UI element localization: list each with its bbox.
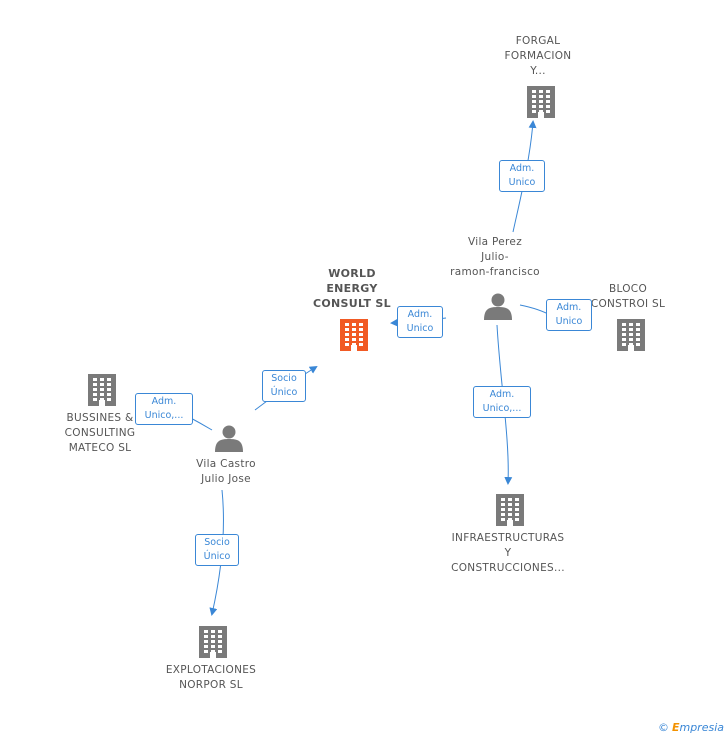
vila-perez-person-icon[interactable] — [484, 293, 512, 321]
explotaciones-line-2: NORPOR SL — [179, 679, 243, 691]
explotaciones-building-icon[interactable] — [199, 626, 227, 658]
edge-label-vp-forgal[interactable]: Adm. Unico — [499, 160, 545, 192]
bussines-building-icon[interactable] — [88, 374, 116, 406]
edge-label-vc-bussines-line-2: Unico,... — [144, 410, 184, 421]
edge-label-vp-forgal-line-1: Adm. — [509, 163, 535, 174]
edge-label-vp-infra[interactable]: Adm. Unico,... — [473, 386, 531, 418]
edge-label-vp-infra-line-1: Adm. — [489, 389, 515, 400]
brand-logo-text: mpresia — [679, 721, 724, 734]
bloco-building-icon[interactable] — [617, 319, 645, 351]
footer-brand[interactable]: ©Empresia — [658, 721, 724, 734]
edge-label-vp-world[interactable]: Adm. Unico — [397, 306, 443, 338]
node-label-world-energy[interactable]: WORLD ENERGY CONSULT SL — [300, 266, 404, 311]
node-label-forgal[interactable]: FORGAL FORMACION Y... — [488, 34, 588, 79]
vila-perez-line-3: ramon-francisco — [450, 266, 540, 278]
brand-logo-e: E — [671, 721, 680, 734]
bussines-line-1: BUSSINES & — [66, 412, 134, 424]
icons-layer — [88, 86, 645, 658]
edge-label-vc-world-line-1: Socio — [271, 373, 297, 384]
vila-castro-line-2: Julio Jose — [201, 473, 251, 485]
vila-castro-person-icon[interactable] — [215, 425, 243, 453]
forgal-line-2: FORMACION — [504, 50, 572, 62]
node-label-bloco[interactable]: BLOCO CONSTROI SL — [580, 282, 676, 312]
edge-label-vc-world[interactable]: Socio Único — [262, 370, 306, 402]
explotaciones-line-1: EXPLOTACIONES — [165, 664, 257, 676]
forgal-line-1: FORGAL — [515, 35, 561, 47]
edge-label-vp-forgal-line-2: Unico — [508, 177, 536, 188]
bloco-line-1: BLOCO — [608, 283, 648, 295]
infraestructuras-line-1: INFRAESTRUCTURAS — [451, 532, 565, 544]
bussines-line-2: CONSULTING — [64, 427, 136, 439]
node-label-infraestructuras[interactable]: INFRAESTRUCTURAS Y CONSTRUCCIONES... — [442, 531, 574, 576]
vila-perez-line-1: Vila Perez — [467, 236, 523, 248]
copyright-icon: © — [657, 721, 669, 734]
vila-perez-line-2: Julio- — [481, 251, 509, 263]
edge-label-vp-world-line-1: Adm. — [407, 309, 433, 320]
infraestructuras-line-2: Y — [504, 547, 512, 559]
world-energy-line-1: WORLD — [328, 267, 376, 280]
forgal-line-3: Y... — [530, 65, 546, 77]
edge-label-vp-infra-line-2: Unico,... — [482, 403, 522, 414]
world-energy-line-3: CONSULT SL — [313, 297, 391, 310]
infraestructuras-building-icon[interactable] — [496, 494, 524, 526]
node-label-bussines[interactable]: BUSSINES & CONSULTING MATECO SL — [52, 411, 148, 456]
bussines-line-3: MATECO SL — [68, 442, 132, 454]
bloco-line-2: CONSTROI SL — [590, 298, 666, 310]
edge-label-vc-world-line-2: Único — [270, 387, 298, 398]
infraestructuras-line-3: CONSTRUCCIONES... — [451, 562, 565, 574]
edge-label-vp-bloco[interactable]: Adm. Unico — [546, 299, 592, 331]
forgal-building-icon[interactable] — [527, 86, 555, 118]
node-label-explotaciones[interactable]: EXPLOTACIONES NORPOR SL — [156, 663, 266, 693]
node-label-vila-perez[interactable]: Vila Perez Julio- ramon-francisco — [440, 235, 550, 280]
node-label-vila-castro[interactable]: Vila Castro Julio Jose — [176, 457, 276, 487]
edge-label-vp-bloco-line-1: Adm. — [556, 302, 582, 313]
world-energy-line-2: ENERGY — [326, 282, 378, 295]
vila-castro-line-1: Vila Castro — [196, 458, 256, 470]
edge-label-vp-world-line-2: Unico — [406, 323, 434, 334]
world-energy-building-icon[interactable] — [340, 319, 368, 351]
edge-label-vc-bussines[interactable]: Adm. Unico,... — [135, 393, 193, 425]
edge-label-vc-explot-line-1: Socio — [204, 537, 230, 548]
edge-label-vc-explot-line-2: Único — [203, 551, 231, 562]
edge-label-vc-bussines-line-1: Adm. — [151, 396, 177, 407]
edge-label-vp-bloco-line-2: Unico — [555, 316, 583, 327]
edge-label-vc-explot[interactable]: Socio Único — [195, 534, 239, 566]
